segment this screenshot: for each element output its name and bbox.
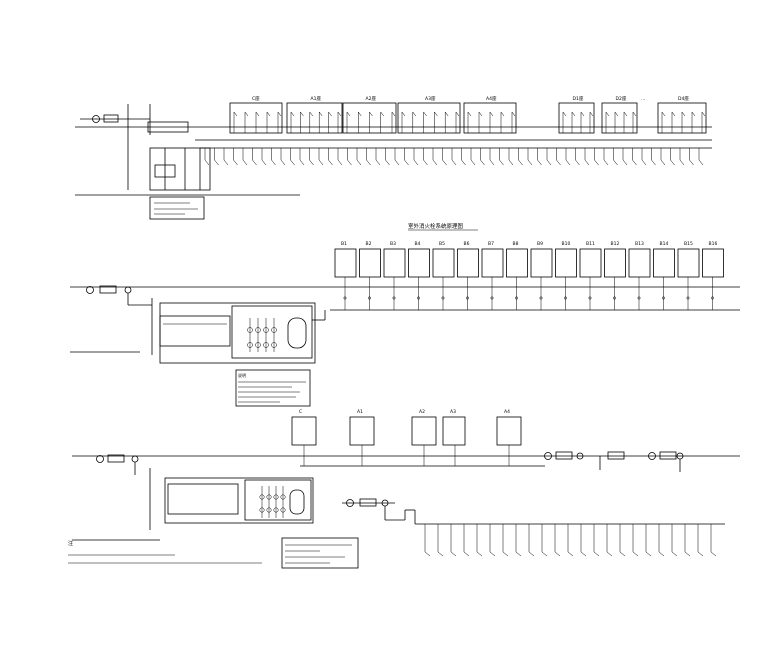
building-label: B2 xyxy=(366,241,372,247)
building-label: B3 xyxy=(390,241,396,247)
building-box xyxy=(579,248,602,278)
building-label: B10 xyxy=(562,241,571,247)
building-label: A1 xyxy=(357,409,363,415)
building-box xyxy=(457,248,479,278)
building-label: B5 xyxy=(439,241,445,247)
section-1-system: C座 A1座 A2座 A3座 A4座 D1座 D2座 … D4座 xyxy=(75,95,712,220)
building-label: B13 xyxy=(635,241,644,247)
building-box xyxy=(359,248,381,278)
building-label: A3 xyxy=(450,409,456,415)
section-2-note-title: 说明 xyxy=(238,372,246,378)
building-label: B16 xyxy=(709,241,718,247)
building-group-label: D4座 xyxy=(678,95,689,102)
building-label: B8 xyxy=(513,241,519,247)
building-label: B11 xyxy=(586,241,595,247)
building-box xyxy=(408,248,430,278)
building-group-box xyxy=(286,102,343,134)
building-group-label: A4座 xyxy=(486,95,497,102)
building-label: B4 xyxy=(415,241,421,247)
building-box xyxy=(411,416,437,446)
building-label: B9 xyxy=(537,241,543,247)
building-label: B6 xyxy=(464,241,470,247)
building-box xyxy=(506,248,528,278)
notes-title: 注 xyxy=(68,540,73,547)
section-2-title: 室外消火栓系统原理图 xyxy=(408,222,464,230)
building-group-box xyxy=(601,102,638,134)
building-box xyxy=(496,416,522,446)
building-box xyxy=(555,248,577,278)
building-group-label: A1座 xyxy=(311,95,322,102)
building-box xyxy=(349,416,375,446)
building-label: A4 xyxy=(504,409,510,415)
section-3-system: C A1 A2 A3 A4 xyxy=(72,409,740,569)
footer-notes: 注 xyxy=(68,540,262,564)
building-box xyxy=(442,416,466,446)
building-box xyxy=(677,248,700,278)
building-label: A2 xyxy=(419,409,425,415)
section-2-system: 室外消火栓系统原理图 说明 B1 B2 B3 B4 B5 B6 B7 B8 B9 B10 B11 B1… xyxy=(70,222,740,407)
building-group-box xyxy=(558,102,595,134)
building-label: B12 xyxy=(611,241,620,247)
building-box xyxy=(481,248,504,278)
building-label: B14 xyxy=(660,241,669,247)
building-label: B1 xyxy=(341,241,347,247)
building-box xyxy=(653,248,675,278)
building-box xyxy=(291,416,317,446)
building-box xyxy=(383,248,406,278)
building-group-label: D1座 xyxy=(573,95,584,102)
building-group-label: A2座 xyxy=(366,95,377,102)
building-group-label: A3座 xyxy=(425,95,436,102)
building-box xyxy=(604,248,626,278)
building-label: C xyxy=(299,409,302,415)
building-box xyxy=(530,248,553,278)
building-label: B7 xyxy=(488,241,494,247)
building-group-box xyxy=(397,102,461,134)
building-box xyxy=(432,248,455,278)
building-box xyxy=(702,248,724,278)
building-group-label: C座 xyxy=(252,95,260,102)
building-label: B15 xyxy=(684,241,693,247)
building-box xyxy=(628,248,651,278)
building-group-label: … xyxy=(641,97,646,102)
building-box xyxy=(334,248,357,278)
building-group-label: D2座 xyxy=(616,95,627,102)
